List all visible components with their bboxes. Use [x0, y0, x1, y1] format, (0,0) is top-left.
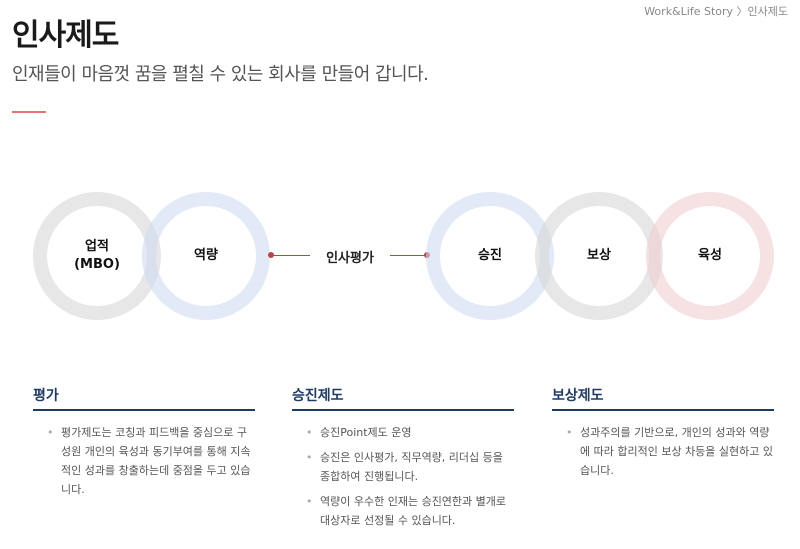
page-subtitle: 인재들이 마음껏 꿈을 펼칠 수 있는 회사를 만들어 갑니다.	[12, 64, 429, 85]
section-compensation: 보상제도 성과주의를 기반으로, 개인의 성과와 역량에 따라 합리적인 보상 …	[552, 385, 774, 486]
circle-compensation: 보상	[535, 192, 663, 320]
section-title: 평가	[33, 385, 255, 411]
section-title: 보상제도	[552, 385, 774, 411]
circle-development: 육성	[646, 192, 774, 320]
list-item: 역량이 우수한 인재는 승진연한과 별개로 대상자로 선정될 수 있습니다.	[306, 492, 514, 530]
section-evaluation: 평가 평가제도는 코칭과 피드백을 중심으로 구성원 개인의 육성과 동기부여를…	[33, 385, 255, 505]
list-item: 승진은 인사평가, 직무역량, 리더십 등을 종합하여 진행됩니다.	[306, 448, 514, 486]
center-label: 인사평가	[310, 247, 390, 266]
circle-competency: 역량	[142, 192, 270, 320]
list-item: 평가제도는 코칭과 피드백을 중심으로 구성원 개인의 육성과 동기부여를 통해…	[47, 423, 255, 499]
list-item: 성과주의를 기반으로, 개인의 성과와 역량에 따라 합리적인 보상 차등을 실…	[566, 423, 774, 480]
list-item: 승진Point제도 운영	[306, 423, 514, 442]
page-title: 인사제도	[12, 18, 119, 53]
section-title: 승진제도	[292, 385, 514, 411]
breadcrumb[interactable]: Work&Life Story 〉인사제도	[644, 5, 788, 18]
accent-divider	[12, 111, 46, 113]
connector-dot-left	[268, 252, 274, 258]
section-promotion: 승진제도 승진Point제도 운영 승진은 인사평가, 직무역량, 리더십 등을…	[292, 385, 514, 536]
